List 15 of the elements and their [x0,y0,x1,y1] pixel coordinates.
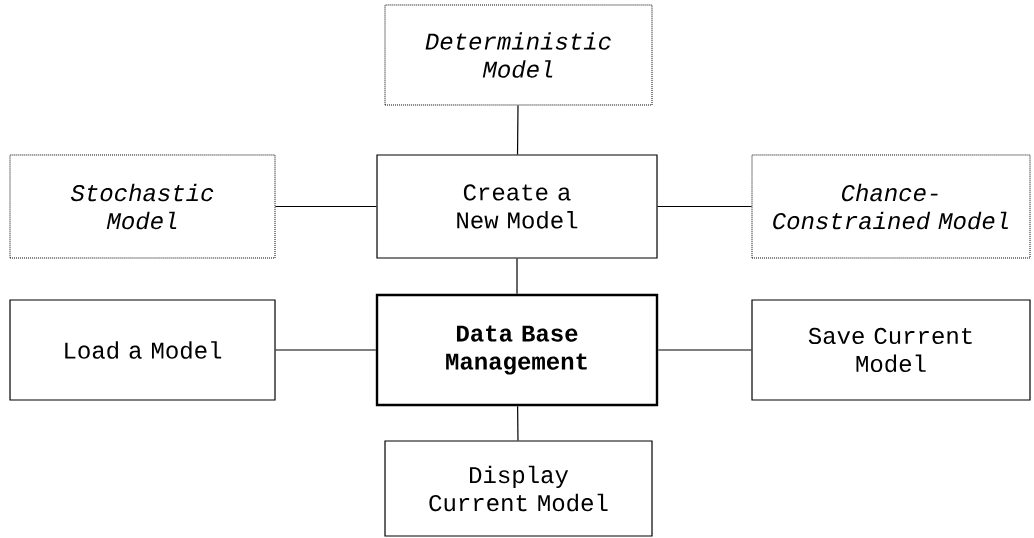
model-box: Deterministic Model [384,4,653,106]
connector-line [274,205,377,208]
process-box: Save Current Model [751,299,1031,401]
connector-line [516,258,518,295]
connector-line [517,405,519,441]
model-box: Chance-Constrained Model [751,154,1031,259]
process-box: Data Base Management [375,293,659,407]
model-box: Stochastic Model [9,154,276,259]
connector-line [275,349,377,351]
process-box: Display Current Model [384,440,653,537]
process-box: Load a Model [9,299,276,401]
connector-line [657,205,753,208]
process-box: Create a New Model [376,154,658,259]
connector-line [516,104,519,155]
connector-line [657,349,752,351]
